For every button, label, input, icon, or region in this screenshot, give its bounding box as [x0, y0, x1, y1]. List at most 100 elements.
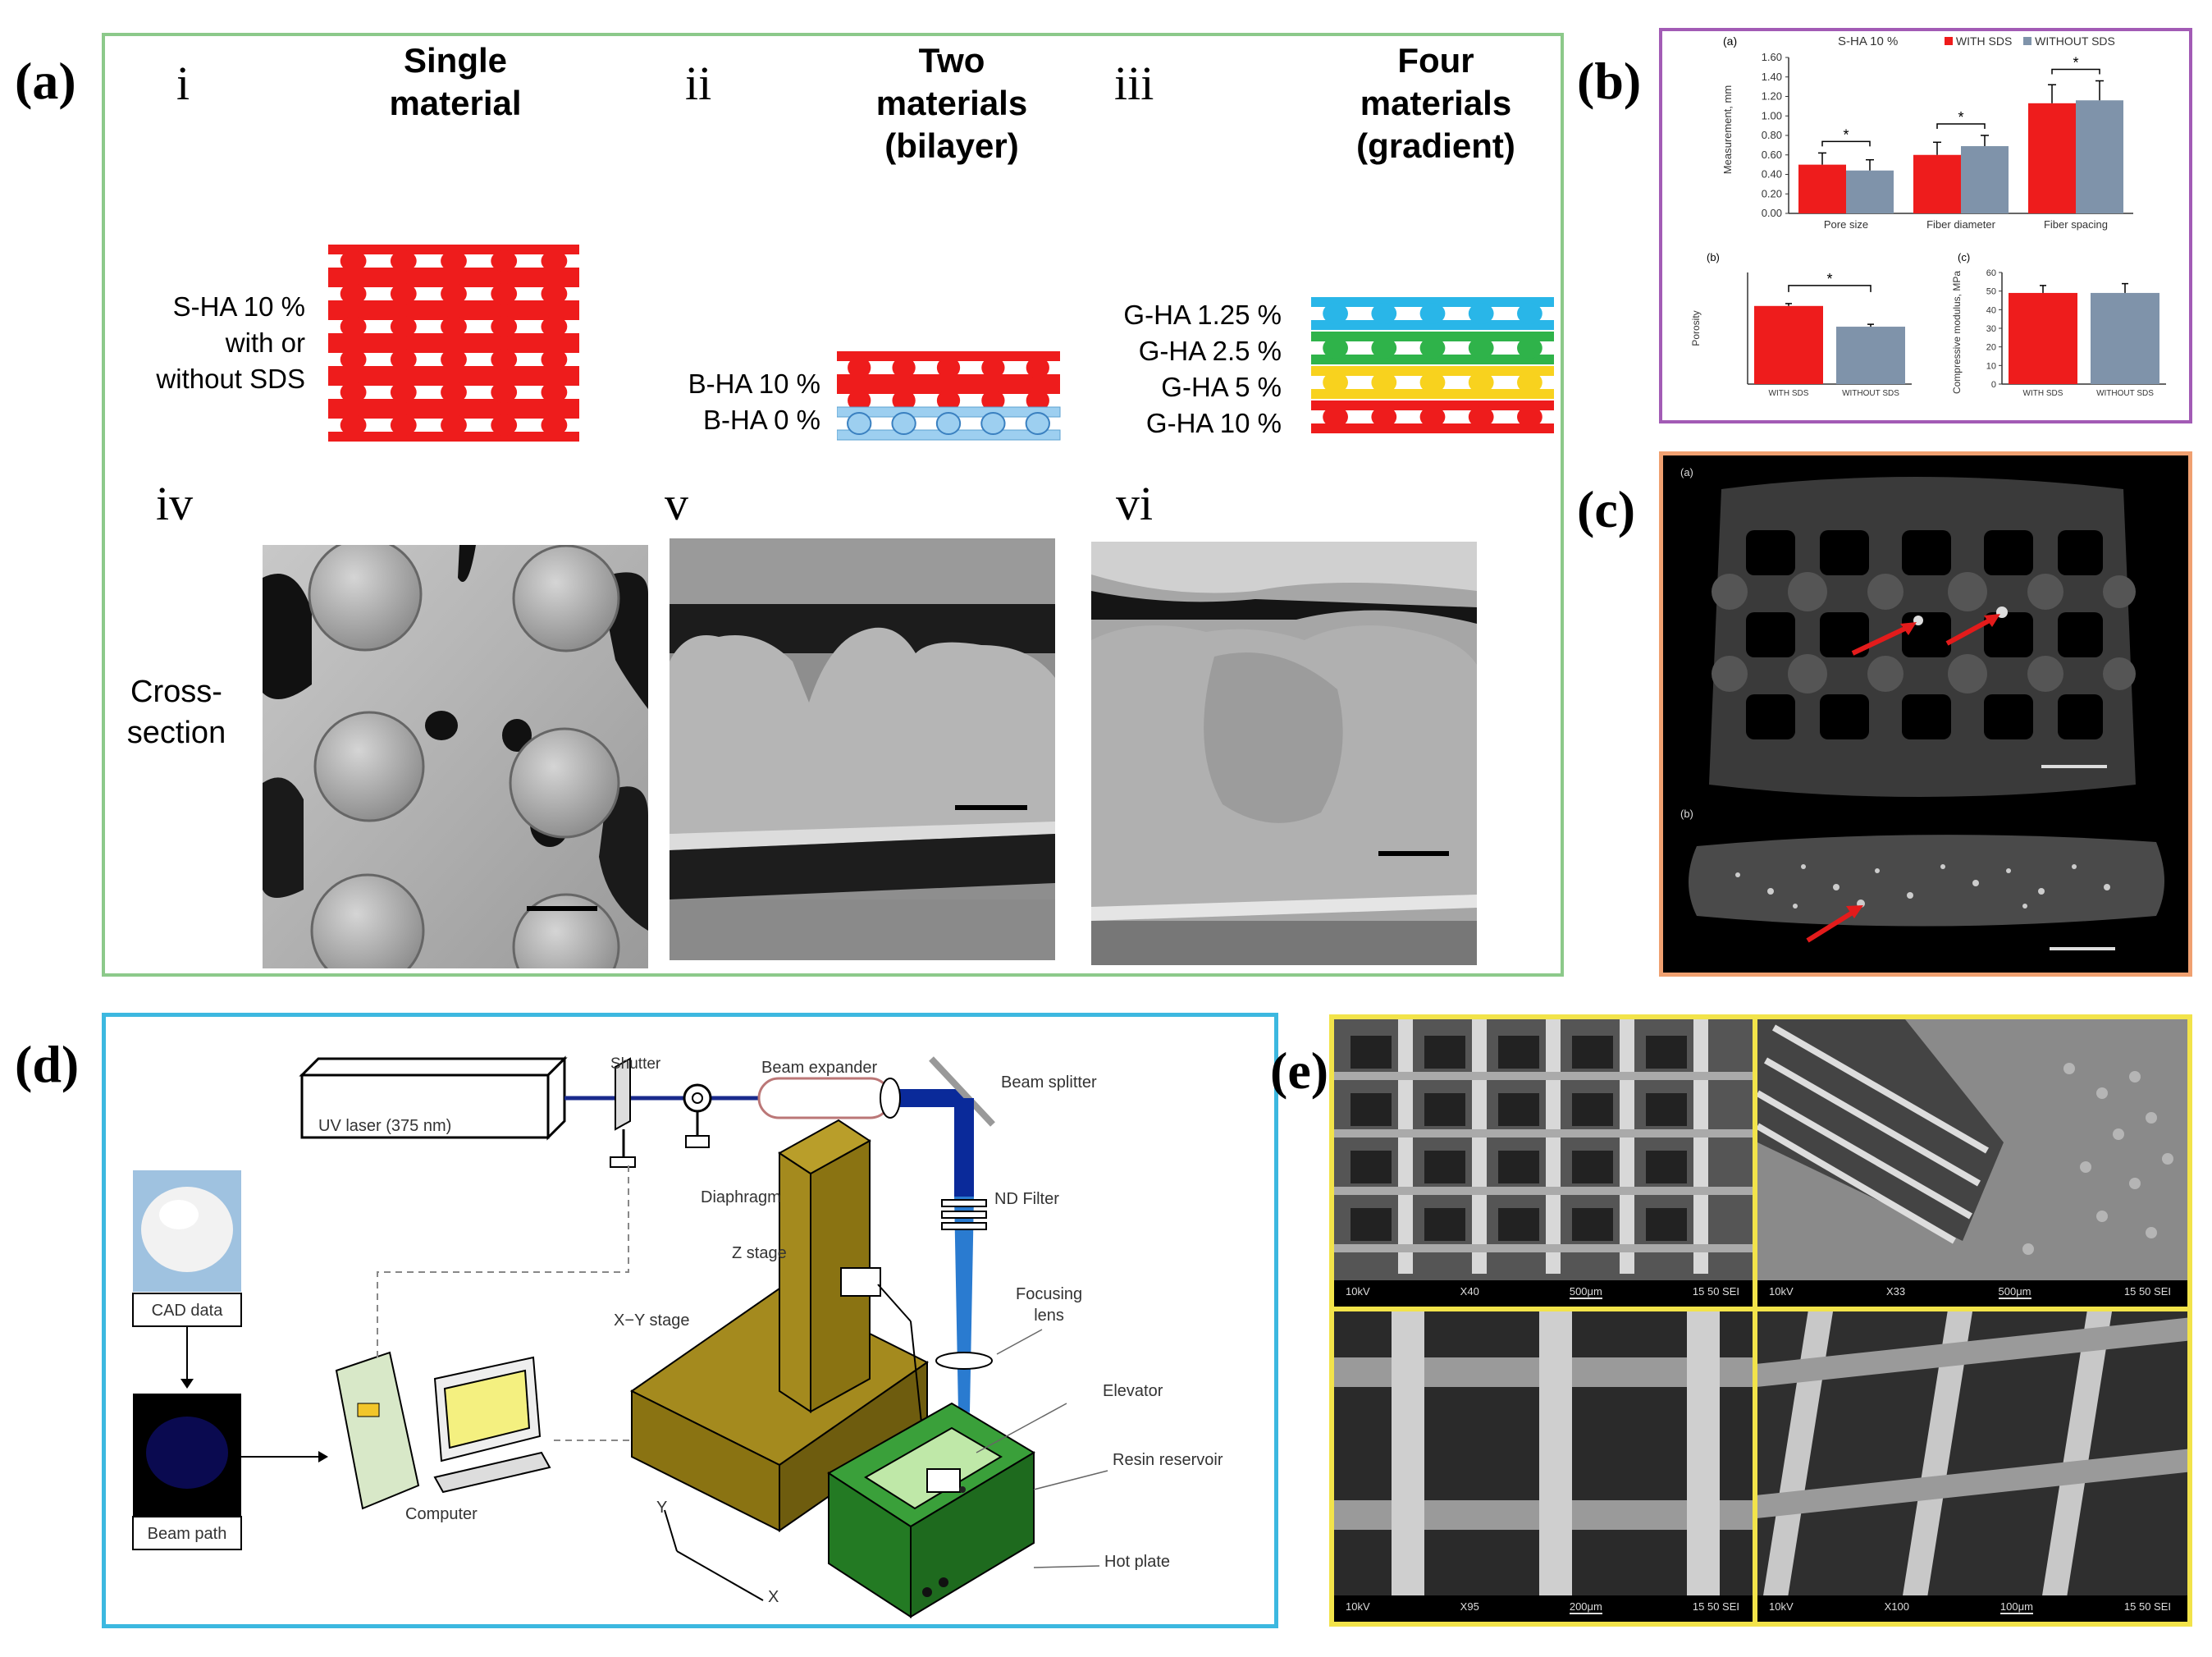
chart-1-significance-bracket	[1936, 123, 1986, 129]
legend-swatch-with	[1945, 37, 1953, 45]
uv-laser-label: UV laser (375 nm)	[318, 1117, 452, 1135]
chart-3-category-label: WITH SDS	[2023, 389, 2063, 398]
chart-3-ytick-label: 60	[1986, 268, 1996, 278]
chart-1-ytick-label: 1.20	[1762, 90, 1782, 103]
axis-y-label: Y	[656, 1499, 668, 1517]
numeral-ii: ii	[685, 57, 712, 110]
numeral-i: i	[176, 57, 190, 110]
single-layer	[328, 409, 579, 442]
chart-3-bar	[2009, 292, 2077, 384]
chart-1-category-label: Fiber spacing	[2044, 218, 2108, 231]
sem-image-v	[670, 538, 1055, 960]
panel-e-label: (e)	[1270, 1041, 1329, 1100]
uv-laser-box	[299, 1055, 568, 1141]
panel-c-label: (c)	[1577, 480, 1636, 538]
panel-c-sub-a: (a)	[1680, 466, 1693, 478]
chart-1-significance-bracket	[2051, 68, 2100, 75]
elevator-label: Elevator	[1103, 1382, 1163, 1400]
chart-measurements: 0.000.200.400.600.801.001.201.401.60Pore…	[1762, 51, 2133, 231]
bilayer-scaffold	[837, 351, 1061, 441]
resin-reservoir-label: Resin reservoir	[1113, 1451, 1223, 1469]
chart-1-bar	[1846, 170, 1894, 213]
beam-path-label: Beam path	[147, 1525, 227, 1543]
chart-1-ytick-label: 0.60	[1762, 149, 1782, 161]
chart-3-category-label: WITHOUT SDS	[2096, 389, 2154, 398]
legend-label-with: WITH SDS	[1955, 34, 2013, 48]
chart-2-bar	[1836, 327, 1905, 384]
chart-2-ylabel: Porosity	[1690, 310, 1702, 346]
title-gradient: Four materials (gradient)	[1356, 41, 1515, 165]
chart-1-bar	[1913, 154, 1961, 213]
sem-e-top-left	[1334, 1019, 1753, 1307]
sem-image-vi	[1091, 542, 1477, 965]
xy-stage-label: X−Y stage	[614, 1311, 690, 1330]
chart-3-ytick-label: 0	[1991, 380, 1996, 390]
chart-1-bar	[1961, 146, 2009, 213]
chart-1-tag: (a)	[1723, 34, 1738, 48]
legend-swatch-without	[2023, 37, 2032, 45]
shutter-label: Shutter	[610, 1055, 661, 1073]
numeral-iii: iii	[1114, 57, 1154, 110]
single-layer	[328, 245, 579, 277]
chart-1-significance-star: *	[1843, 126, 1849, 143]
gradient-layer-cyan	[1311, 297, 1554, 330]
chart-3-ytick-label: 30	[1986, 324, 1996, 334]
gradient-layer-red	[1311, 401, 1554, 433]
numeral-iv: iv	[156, 477, 194, 530]
chart-1-ytick-label: 0.00	[1762, 207, 1782, 219]
numeral-vi: vi	[1116, 477, 1154, 530]
single-layer	[328, 310, 579, 343]
single-layer	[328, 343, 579, 376]
beam-splitter-label: Beam splitter	[1001, 1073, 1097, 1092]
sem-e-top-right	[1757, 1019, 2187, 1307]
sem-e-bottom-left	[1334, 1311, 1753, 1622]
setup-schematic	[132, 1055, 1108, 1618]
panel-a-frame	[102, 33, 1564, 977]
gradient-layer-yellow	[1311, 366, 1554, 399]
chart-1-significance-star: *	[2073, 55, 2078, 71]
chart-3-ytick-label: 40	[1986, 305, 1996, 315]
chart-1-ytick-label: 1.00	[1762, 109, 1782, 121]
chart-2-significance-star: *	[1826, 271, 1832, 287]
chart-3-tag: (c)	[1958, 251, 1971, 263]
panel-d-label: (d)	[15, 1035, 80, 1093]
focusing-lens-label: Focusing lens	[1016, 1285, 1083, 1325]
bilayer-layer-top	[837, 351, 1060, 384]
axis-x-label: X	[768, 1588, 779, 1606]
computer-label: Computer	[405, 1505, 478, 1523]
gradient-layer-green	[1311, 332, 1554, 364]
single-layer	[328, 277, 579, 310]
chart-3-bar	[2091, 292, 2159, 384]
chart-1-bar	[2076, 100, 2123, 213]
sem-image-iv	[263, 545, 648, 968]
chart-1-ytick-label: 0.40	[1762, 168, 1782, 181]
beam-expander-label: Beam expander	[761, 1059, 878, 1077]
z-stage-label: Z stage	[732, 1244, 787, 1262]
cad-data-label: CAD data	[151, 1302, 223, 1320]
chart-1-category-label: Pore size	[1824, 218, 1868, 231]
chart-3-ytick-label: 10	[1986, 361, 1996, 371]
single-material-labels: S-HA 10 % with or without SDS	[156, 291, 305, 394]
chart-1-category-label: Fiber diameter	[1926, 218, 1995, 231]
chart-1-ytick-label: 0.20	[1762, 187, 1782, 199]
cross-section-label: Cross- section	[126, 675, 226, 750]
single-layer	[328, 376, 579, 409]
panel-a-label: (a)	[15, 52, 76, 110]
bilayer-labels: B-HA 10 % B-HA 0 %	[688, 368, 820, 435]
chart-2-tag: (b)	[1707, 251, 1720, 263]
panel-d-frame	[102, 1013, 1278, 1628]
gradient-scaffold	[1311, 297, 1554, 433]
chart-1-bar	[1798, 164, 1846, 213]
chart-1-ytick-label: 0.80	[1762, 129, 1782, 141]
legend-label-without: WITHOUT SDS	[2035, 34, 2115, 48]
chart-3-ytick-label: 50	[1986, 287, 1996, 297]
panel-c-sub-b: (b)	[1680, 808, 1693, 820]
bilayer-layer-blue	[837, 406, 1061, 441]
sem-e-bottom-right	[1757, 1311, 2187, 1622]
